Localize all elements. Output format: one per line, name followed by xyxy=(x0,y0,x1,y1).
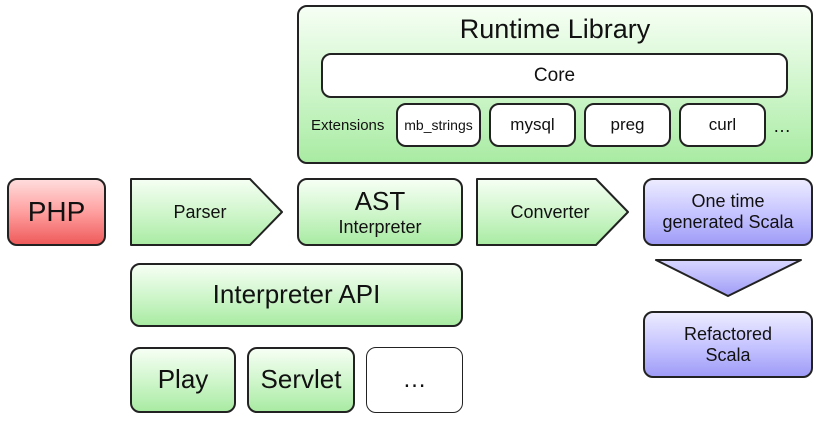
runtime-library-title: Runtime Library xyxy=(459,14,651,44)
php-label: PHP xyxy=(27,195,86,227)
parser-arrow xyxy=(130,178,283,246)
extension-label: mb_strings xyxy=(404,116,473,133)
extension-curl: curl xyxy=(679,103,766,147)
ast-subtitle: Interpreter xyxy=(338,216,422,237)
converter-arrow xyxy=(476,178,629,246)
refactor-down-arrow xyxy=(655,259,802,297)
extensions-label: Extensions xyxy=(311,117,385,134)
more-hosts-box: … xyxy=(366,347,463,413)
more-hosts-label: … xyxy=(402,366,427,394)
extension-label: preg xyxy=(610,115,645,135)
extension-label: curl xyxy=(708,115,737,135)
parser-label: Parser xyxy=(173,201,227,222)
extension-mb-strings: mb_strings xyxy=(396,103,481,147)
play-box: Play xyxy=(130,347,236,413)
extension-mysql: mysql xyxy=(489,103,576,147)
extension-preg: preg xyxy=(584,103,671,147)
converter-label: Converter xyxy=(510,201,590,222)
extension-label: mysql xyxy=(510,115,555,135)
generated-scala-box: One time generated Scala xyxy=(643,178,813,246)
interpreter-api-box: Interpreter API xyxy=(130,263,463,327)
generated-scala-label: One time generated Scala xyxy=(662,191,794,232)
extensions-more: … xyxy=(773,116,791,136)
ast-interpreter-box: AST Interpreter xyxy=(297,178,463,246)
interpreter-api-label: Interpreter API xyxy=(212,279,381,310)
php-box: PHP xyxy=(7,178,106,246)
servlet-label: Servlet xyxy=(260,364,342,395)
ast-title: AST xyxy=(354,185,406,216)
servlet-box: Servlet xyxy=(247,347,355,413)
play-label: Play xyxy=(157,364,209,395)
refactored-scala-box: Refactored Scala xyxy=(643,311,813,378)
core-box: Core xyxy=(321,53,788,98)
refactored-scala-label: Refactored Scala xyxy=(683,323,773,365)
core-label: Core xyxy=(533,64,576,86)
